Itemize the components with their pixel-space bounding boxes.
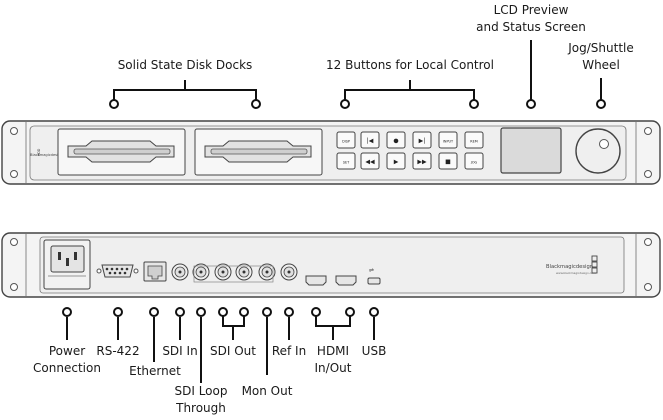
- front-model-label: HDD: [37, 148, 41, 156]
- rack-screw-icon: [644, 170, 652, 178]
- brand-logo-icon: [591, 255, 598, 274]
- ethernet-port[interactable]: [143, 261, 167, 282]
- control-button[interactable]: [464, 152, 484, 170]
- control-button-label: SET: [343, 161, 350, 165]
- control-button-label: ▶▶: [417, 159, 427, 166]
- dot-buttons-1: [340, 99, 350, 109]
- disk-dock-2[interactable]: [194, 128, 323, 176]
- usb-port[interactable]: ⇌: [367, 267, 381, 285]
- bnc-connectors: [171, 263, 298, 281]
- rear-panel: ⇌ Blackmagicdesign www.blackmagicdesign.…: [1, 232, 661, 298]
- control-button-label: ▶: [394, 159, 399, 166]
- label-hdmi: HDMI In/Out: [314, 344, 352, 375]
- front-leader-dots: [109, 99, 606, 109]
- dot-buttons-2: [469, 99, 479, 109]
- front-brand-label: Blackmagicdesign: [30, 153, 63, 157]
- jog-finger-dimple-icon: [599, 139, 609, 149]
- control-button-label: ●: [393, 138, 398, 145]
- rack-screw-icon: [644, 238, 652, 246]
- bnc-pin: [199, 270, 203, 274]
- control-button[interactable]: [360, 131, 380, 149]
- label-sdi-in: SDI In: [162, 344, 198, 358]
- rear-leaders: [66, 313, 375, 383]
- control-button[interactable]: [438, 131, 458, 149]
- dot-jog: [596, 99, 606, 109]
- bnc-pin: [242, 270, 246, 274]
- label-buttons: 12 Buttons for Local Control: [326, 58, 494, 72]
- bnc-pin: [221, 270, 225, 274]
- label-sdi-out: SDI Out: [210, 344, 256, 358]
- label-lcd: LCD Preview and Status Screen: [476, 3, 586, 34]
- label-mon-out: Mon Out: [241, 384, 293, 398]
- rear-faceplate: [39, 236, 625, 294]
- lcd-screen: [500, 127, 562, 174]
- leader-buttons: [344, 89, 475, 103]
- rack-screw-icon: [10, 283, 18, 291]
- control-button[interactable]: [336, 152, 356, 170]
- control-button[interactable]: [360, 152, 380, 170]
- leader-disk-docks: [113, 89, 257, 103]
- control-button-label: ▶|: [419, 138, 426, 145]
- hdmi-in-port[interactable]: [305, 275, 327, 286]
- control-button-label: INPUT: [443, 140, 454, 144]
- rack-screw-icon: [644, 283, 652, 291]
- control-button[interactable]: [386, 131, 406, 149]
- control-button-label: DISP: [342, 140, 350, 144]
- control-button[interactable]: [464, 131, 484, 149]
- control-button[interactable]: [412, 152, 432, 170]
- rack-screw-icon: [10, 127, 18, 135]
- label-power: Power Connection: [33, 344, 101, 375]
- rear-brand-url: www.blackmagicdesign.com: [556, 271, 596, 275]
- label-usb: USB: [361, 344, 387, 358]
- bnc-pin: [265, 270, 269, 274]
- control-button[interactable]: [412, 131, 432, 149]
- bnc-pin: [178, 270, 182, 274]
- label-disk-docks: Solid State Disk Docks: [117, 58, 253, 72]
- control-button[interactable]: [438, 152, 458, 170]
- control-button[interactable]: [386, 152, 406, 170]
- label-ethernet: Ethernet: [129, 364, 181, 378]
- control-button-label: JOG: [470, 161, 478, 165]
- front-panel: Blackmagicdesign HDD DISP |◀ ● ▶| INPUT REM SE…: [1, 120, 661, 185]
- label-jog: Jog/Shuttle Wheel: [568, 41, 634, 72]
- rack-screw-icon: [644, 127, 652, 135]
- dot-dock-1: [109, 99, 119, 109]
- control-button-label: ◀◀: [365, 159, 375, 166]
- jog-shuttle-wheel[interactable]: [575, 128, 621, 174]
- rear-brand-label: Blackmagicdesign: [546, 264, 593, 270]
- label-rs422: RS-422: [96, 344, 140, 358]
- bnc-pin: [287, 270, 291, 274]
- control-button-label: ■: [445, 159, 451, 166]
- usb-icon: ⇌: [369, 267, 374, 274]
- front-leaders: [113, 40, 602, 103]
- sdi-out-group-bracket: [193, 265, 274, 283]
- control-button-label: |◀: [367, 138, 374, 145]
- rack-screw-icon: [10, 238, 18, 246]
- hdmi-out-port[interactable]: [335, 275, 357, 286]
- rs422-port[interactable]: [96, 264, 139, 278]
- control-button[interactable]: [336, 131, 356, 149]
- rear-leader-dots: [62, 307, 379, 317]
- dot-lcd: [526, 99, 536, 109]
- rack-screw-icon: [10, 170, 18, 178]
- disk-dock-1[interactable]: [57, 128, 186, 176]
- label-ref-in: Ref In: [271, 344, 307, 358]
- power-connector[interactable]: [43, 239, 91, 290]
- control-button-label: REM: [470, 140, 477, 144]
- label-sdi-loop: SDI Loop Through: [174, 384, 228, 415]
- dot-dock-2: [251, 99, 261, 109]
